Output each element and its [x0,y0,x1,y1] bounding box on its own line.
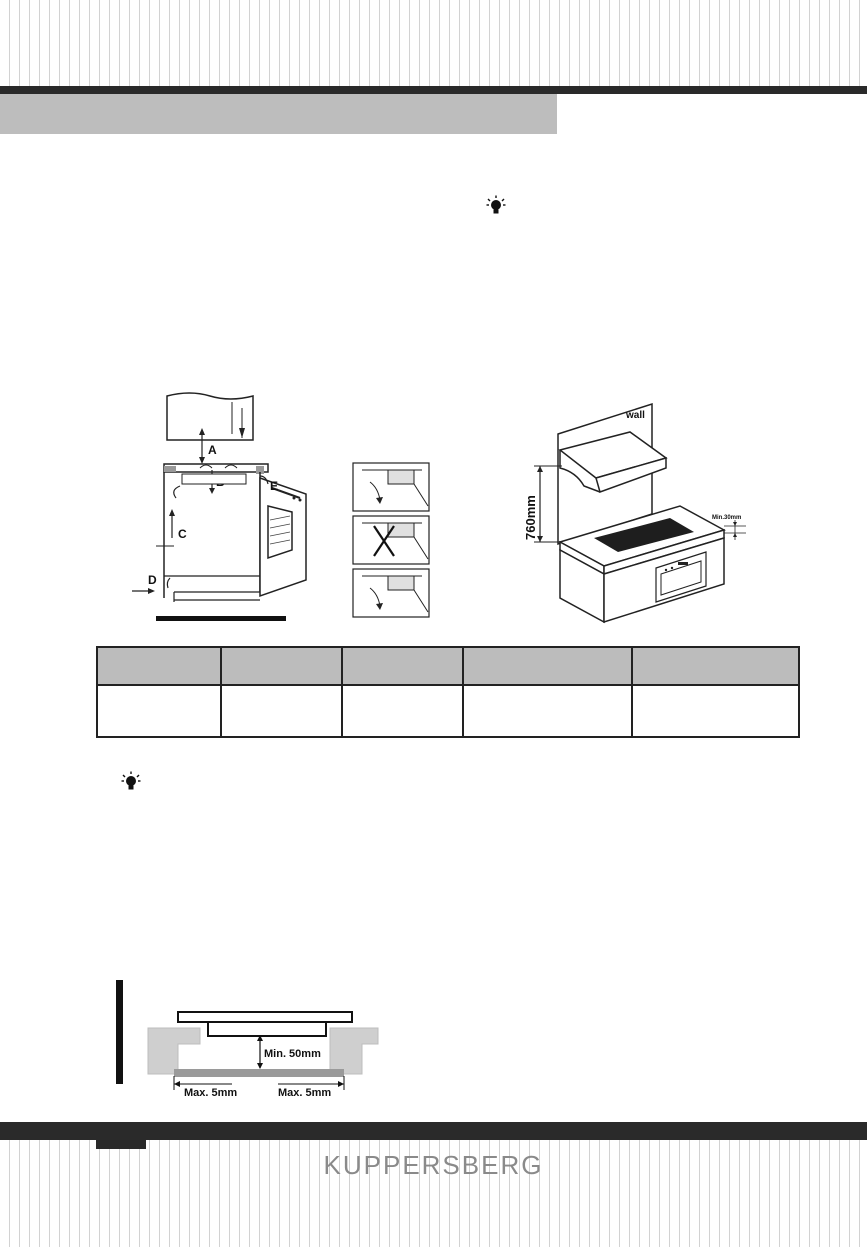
clearance-diagram: A B E C [120,388,320,626]
table-cell [220,684,343,738]
dimensions-table [96,646,800,738]
brand-logo: KUPPERSBERG [323,1150,544,1180]
min-margin-label: Min.30mm [712,515,741,521]
wall-label: wall [625,410,645,421]
lightbulb-icon [486,195,506,215]
page-number-tab [96,1140,146,1149]
table-header-cell [462,646,633,686]
max-right-label: Max. 5mm [278,1087,331,1099]
table-header-cell [631,646,800,686]
bottom-stripe-pattern [0,1140,867,1247]
table-header-cell [220,646,343,686]
height-label: 760mm [523,495,538,540]
label-d: D [148,573,157,587]
section-title-bar [0,94,557,134]
table-header-row [96,646,800,686]
header-band [0,86,867,94]
table-header-cell [96,646,222,686]
table-header-cell [341,646,464,686]
top-stripe-pattern [0,0,867,86]
table-row [96,684,800,738]
label-e: E [270,479,278,493]
table-cell [96,684,222,738]
hob-surface [594,518,694,552]
footer-band [0,1122,867,1140]
table-cell [462,684,633,738]
hob-installation-diagram: wall 760mm Min.30mm [520,402,782,624]
lightbulb-icon [121,771,141,791]
max-left-label: Max. 5mm [184,1087,237,1099]
label-a: A [208,443,217,457]
min-depth-label: Min. 50mm [264,1048,321,1060]
table-cell [341,684,464,738]
fixing-steps-diagram [352,462,432,620]
cutout-section-diagram: Min. 50mm Max. 5mm Max. 5mm [108,978,388,1102]
table-cell [631,684,800,738]
label-c: C [178,527,187,541]
